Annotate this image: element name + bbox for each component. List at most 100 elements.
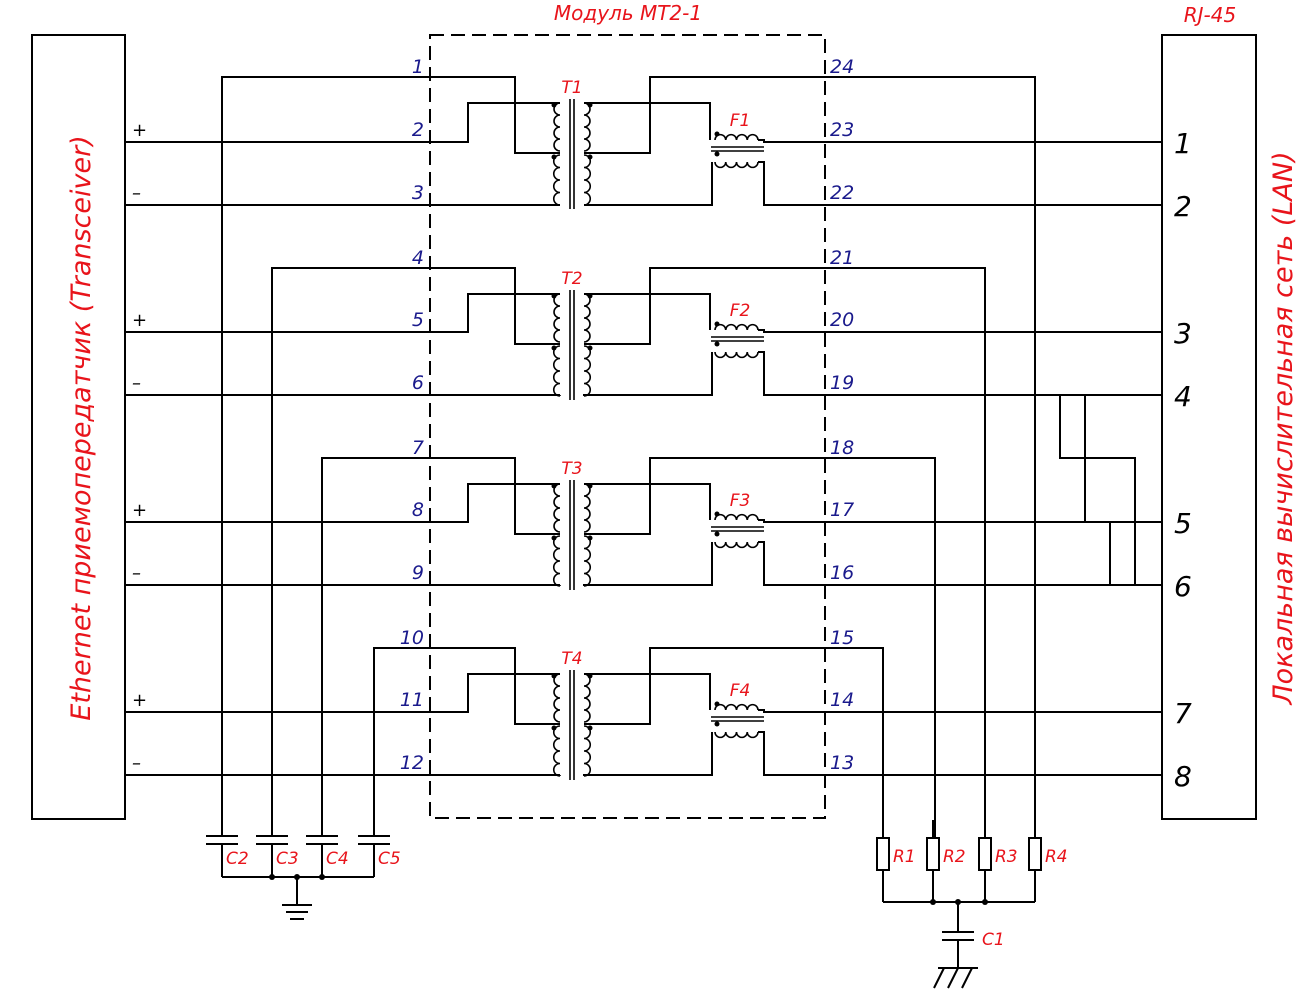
polarity-dot [587, 154, 593, 160]
chassis-ground-hatch [933, 967, 945, 989]
polarity-dot [551, 725, 557, 731]
pin-number: 22 [830, 182, 854, 204]
secondary-bottom-wire [583, 732, 713, 776]
center-tap-wire [321, 457, 560, 818]
filter-label: F3 [730, 491, 751, 511]
filter-coil-bottom [714, 541, 759, 549]
pin-number: 5 [412, 309, 424, 331]
capacitor-C3: C3 [256, 818, 299, 877]
polarity-dot [551, 345, 557, 351]
plus-wire [125, 293, 560, 333]
primary-coil [552, 535, 561, 587]
resistor-body [1028, 837, 1042, 871]
polarity-dot [714, 341, 720, 347]
rj45-pin-number: 4 [1174, 380, 1192, 413]
polarity-dot [714, 701, 720, 707]
minus-label: – [132, 753, 141, 774]
plus-label: + [132, 690, 147, 711]
pin-number: 8 [412, 499, 424, 521]
transceiver-label: Ethernet приемопередатчик (Transceiver) [66, 135, 97, 720]
resistor-label: R3 [995, 847, 1018, 867]
lan-label: Локальная вычислительная сеть (LAN) [1268, 151, 1299, 705]
secondary-coil [583, 102, 591, 152]
secondary-wire [584, 293, 711, 330]
lan-plus-wire [758, 329, 1162, 333]
primary-coil [552, 345, 561, 397]
secondary-wire [584, 673, 711, 710]
filter-coil-bottom [714, 351, 759, 359]
junction-dot [982, 899, 988, 905]
secondary-coil [583, 483, 591, 533]
pin-number: 15 [830, 627, 854, 649]
primary-coil [553, 483, 561, 533]
rj45-block [1161, 34, 1257, 820]
center-tap-wire [271, 267, 560, 818]
polarity-dot [714, 151, 720, 157]
resistor-label: R2 [943, 847, 966, 867]
plus-wire [125, 483, 560, 523]
filter-label: F1 [730, 111, 751, 131]
filter-coil-top [714, 323, 759, 331]
filter-coil-bottom [714, 161, 759, 169]
junction-dot [955, 899, 961, 905]
secondary-coil [583, 673, 591, 723]
minus-label: – [132, 183, 141, 204]
polarity-dot [551, 535, 557, 541]
pin-number: 10 [400, 627, 424, 649]
secondary-bottom-wire [584, 162, 713, 206]
capacitor-label: C4 [326, 849, 349, 869]
polarity-dot [714, 531, 720, 537]
pin-number: 1 [412, 56, 424, 78]
resistor-label: R4 [1045, 847, 1068, 867]
components: T1F1+–123242322T2F2+–456212019T3F3+–7891… [125, 56, 1162, 989]
lan-plus-wire [758, 519, 1162, 523]
plus-label: + [132, 500, 147, 521]
module-title: Модуль МТ2-1 [554, 1, 702, 25]
pin-number: 20 [830, 309, 854, 331]
rj45-pin-number: 1 [1174, 127, 1192, 160]
filter-label: F2 [730, 301, 751, 321]
secondary-wire [584, 483, 711, 520]
pin-number: 18 [830, 437, 854, 459]
rj45-pin-number: 5 [1174, 507, 1192, 540]
polarity-dot [587, 535, 593, 541]
pin-number: 21 [830, 247, 854, 269]
capacitor-label: C3 [276, 849, 299, 869]
lan-minus-wire [758, 161, 1162, 206]
polarity-dot [714, 721, 720, 727]
resistor-R3: R3 [978, 820, 1018, 902]
rj45-pin-number: 7 [1174, 697, 1192, 730]
plus-label: + [132, 310, 147, 331]
resistor-label: R1 [893, 847, 916, 867]
polarity-dot [714, 321, 720, 327]
pin-number: 11 [400, 689, 424, 711]
lan-plus-wire [758, 709, 1162, 713]
rj45-pin-number: 8 [1174, 760, 1192, 793]
secondary-coil [583, 535, 592, 587]
wires [222, 394, 1162, 968]
pin-number: 6 [412, 372, 424, 394]
rj45-pin-number: 6 [1174, 570, 1192, 603]
transceiver-block [31, 34, 126, 820]
plus-wire [125, 102, 560, 143]
rj45-pin-number: 2 [1174, 190, 1192, 223]
pin-number: 7 [412, 437, 424, 459]
polarity-dot [587, 725, 593, 731]
junction-dot [294, 874, 300, 880]
pin-number: 14 [830, 689, 854, 711]
rj45-title: RJ-45 [1184, 3, 1236, 27]
lan-plus-wire [758, 139, 1162, 143]
transformer-label: T1 [561, 78, 582, 98]
filter-coil-top [714, 513, 759, 521]
primary-coil [553, 673, 561, 723]
filter-coil-top [714, 703, 759, 711]
polarity-dot [714, 131, 720, 137]
pin-number: 3 [412, 182, 424, 204]
transformer-label: T3 [561, 459, 582, 479]
pin-number: 2 [412, 119, 424, 141]
filter-coil-bottom [714, 731, 759, 739]
filter-label: F4 [730, 681, 751, 701]
